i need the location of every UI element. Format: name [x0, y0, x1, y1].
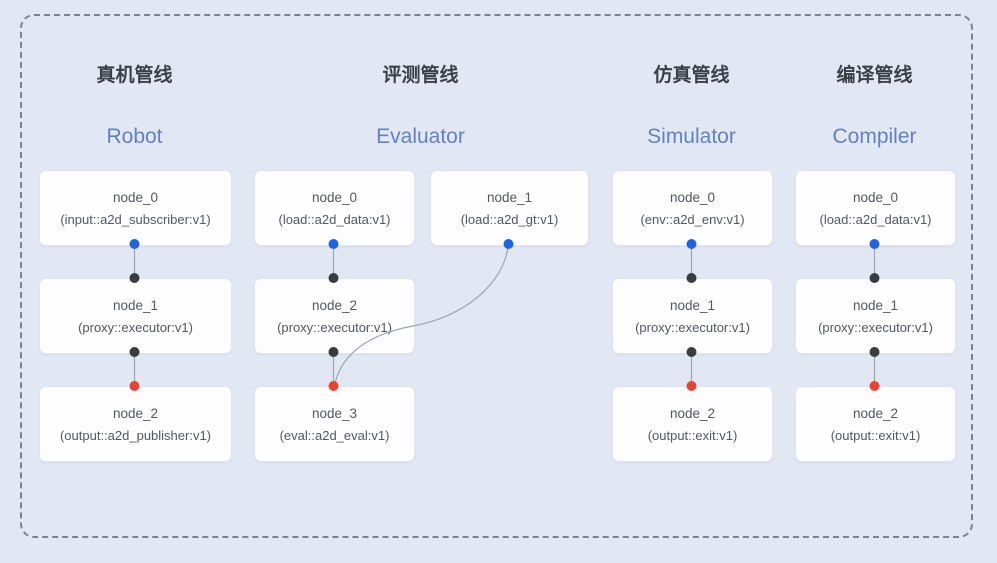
- node-detail: (proxy::executor:v1): [78, 319, 193, 335]
- node-detail: (proxy::executor:v1): [635, 319, 750, 335]
- dashed-frame: [20, 14, 973, 538]
- pipeline-title-en-robot: Robot: [106, 125, 163, 148]
- node-name: node_3: [311, 405, 358, 421]
- pipeline-title-zh-compiler: 编译管线: [836, 65, 913, 86]
- node-detail: (load::a2d_data:v1): [278, 211, 391, 227]
- node-detail: (load::a2d_gt:v1): [460, 211, 559, 227]
- node-box-simulator-2: node_2 (output::exit:v1): [612, 386, 773, 462]
- node-detail: (output::a2d_publisher:v1): [59, 427, 212, 443]
- node-box-robot-0: node_0 (input::a2d_subscriber:v1): [39, 170, 232, 246]
- node-name: node_1: [112, 297, 159, 313]
- node-box-robot-1: node_1 (proxy::executor:v1): [39, 278, 232, 354]
- pipeline-title-zh-simulator: 仿真管线: [653, 65, 730, 86]
- pipeline-title-en-simulator: Simulator: [647, 125, 736, 148]
- node-box-evaluator-3: node_3 (eval::a2d_eval:v1): [254, 386, 415, 462]
- node-box-simulator-1: node_1 (proxy::executor:v1): [612, 278, 773, 354]
- node-name: node_0: [112, 189, 159, 205]
- node-detail: (proxy::executor:v1): [277, 319, 392, 335]
- node-box-evaluator-0: node_0 (load::a2d_data:v1): [254, 170, 415, 246]
- node-name: node_0: [669, 189, 716, 205]
- node-detail: (env::a2d_env:v1): [640, 211, 745, 227]
- node-box-evaluator-1: node_1 (load::a2d_gt:v1): [430, 170, 589, 246]
- node-box-robot-2: node_2 (output::a2d_publisher:v1): [39, 386, 232, 462]
- node-name: node_1: [486, 189, 533, 205]
- node-detail: (output::exit:v1): [647, 427, 738, 443]
- pipeline-title-en-compiler: Compiler: [832, 125, 917, 148]
- node-detail: (input::a2d_subscriber:v1): [60, 211, 211, 227]
- node-name: node_2: [669, 405, 716, 421]
- node-box-evaluator-2: node_2 (proxy::executor:v1): [254, 278, 415, 354]
- node-name: node_1: [852, 297, 899, 313]
- node-name: node_0: [311, 189, 358, 205]
- node-box-compiler-1: node_1 (proxy::executor:v1): [795, 278, 956, 354]
- pipeline-title-en-evaluator: Evaluator: [376, 125, 465, 148]
- node-box-simulator-0: node_0 (env::a2d_env:v1): [612, 170, 773, 246]
- node-box-compiler-0: node_0 (load::a2d_data:v1): [795, 170, 956, 246]
- node-name: node_2: [852, 405, 899, 421]
- node-name: node_0: [852, 189, 899, 205]
- node-name: node_2: [112, 405, 159, 421]
- node-detail: (load::a2d_data:v1): [819, 211, 932, 227]
- pipeline-title-zh-evaluator: 评测管线: [382, 65, 459, 86]
- node-detail: (output::exit:v1): [830, 427, 921, 443]
- node-detail: (proxy::executor:v1): [818, 319, 933, 335]
- node-name: node_2: [311, 297, 358, 313]
- node-box-compiler-2: node_2 (output::exit:v1): [795, 386, 956, 462]
- pipeline-title-zh-robot: 真机管线: [96, 65, 173, 86]
- node-detail: (eval::a2d_eval:v1): [279, 427, 390, 443]
- node-name: node_1: [669, 297, 716, 313]
